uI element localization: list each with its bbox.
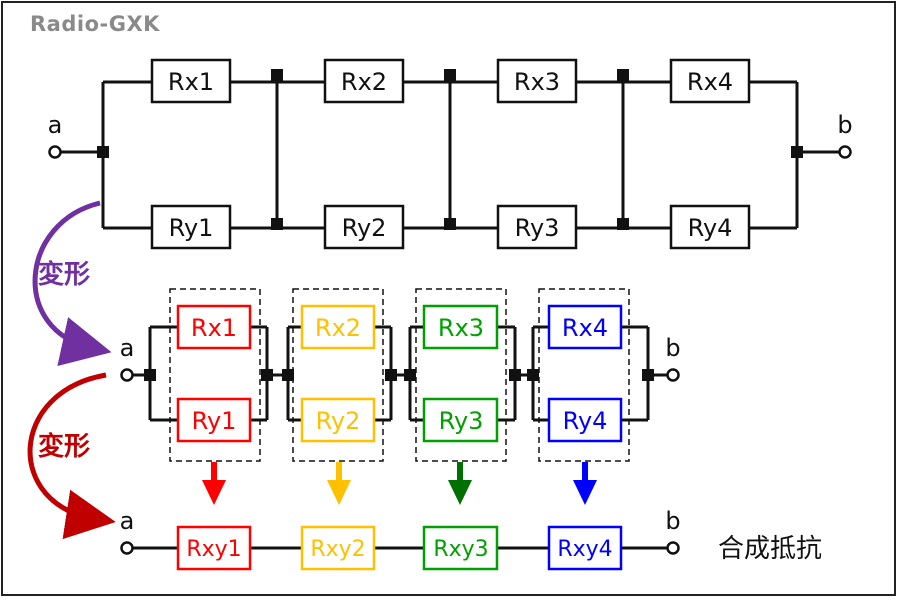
middle-parallel-circuit: a b (120, 288, 681, 462)
combined-rxy1-label: Rxy1 (186, 537, 241, 562)
resistor-ry4-label: Ry4 (688, 214, 733, 242)
terminal-b-label: b (665, 334, 680, 362)
terminal-a-bottom (120, 541, 134, 555)
terminal-b-top (838, 145, 852, 159)
resistor-rx3-label: Rx3 (514, 68, 560, 96)
down-arrow-icon (327, 462, 351, 505)
group4-rx-label: Rx4 (562, 314, 608, 342)
combined-rxy3-label: Rxy3 (433, 537, 488, 562)
resistor-ry2-label: Ry2 (342, 214, 387, 242)
resistor-ry3-label: Ry3 (515, 214, 560, 242)
bottom-series-circuit: a b Rxy1 Rxy2 Rxy3 Rxy4 合成抵抗 (120, 507, 822, 571)
reduction-arrows (202, 462, 597, 505)
terminal-a-middle (120, 368, 134, 382)
curved-arrow-icon (27, 372, 116, 540)
group-box-1 (169, 288, 261, 462)
down-arrow-icon (573, 462, 597, 505)
group-box-4 (538, 288, 630, 462)
group2-rx-label: Rx2 (315, 314, 361, 342)
resistor-ry1-label: Ry1 (169, 214, 214, 242)
curved-arrow-icon (32, 200, 112, 366)
group4-ry-label: Ry4 (563, 407, 608, 435)
resistor-rx1-label: Rx1 (168, 68, 214, 96)
down-arrow-icon (202, 462, 226, 505)
combined-rxy2-label: Rxy2 (310, 537, 365, 562)
group1-ry-label: Ry1 (192, 407, 237, 435)
transform-label-2: 変形 (38, 431, 90, 462)
transform-arrow-2: 変形 (27, 372, 116, 540)
group-box-3 (415, 288, 507, 462)
transform-arrow-1: 変形 (32, 200, 112, 366)
terminal-b-label: b (837, 111, 852, 139)
terminal-a-label: a (120, 334, 135, 362)
terminal-a-top (48, 145, 62, 159)
terminal-a-label: a (48, 111, 63, 139)
terminal-b-bottom (666, 541, 680, 555)
group2-ry-label: Ry2 (316, 407, 361, 435)
result-label: 合成抵抗 (718, 534, 822, 564)
terminal-a-label: a (120, 507, 135, 535)
group3-ry-label: Ry3 (439, 407, 484, 435)
group3-rx-label: Rx3 (438, 314, 484, 342)
top-ladder-circuit: a b (48, 58, 853, 250)
combined-rxy4-label: Rxy4 (557, 537, 612, 562)
watermark: Radio-GXK (30, 12, 160, 36)
group-box-2 (292, 288, 384, 462)
down-arrow-icon (448, 462, 472, 505)
terminal-b-middle (666, 368, 680, 382)
resistor-rx4-label: Rx4 (687, 68, 733, 96)
terminal-b-label: b (665, 507, 680, 535)
group1-rx-label: Rx1 (191, 314, 237, 342)
transform-label-1: 変形 (38, 259, 90, 290)
resistor-rx2-label: Rx2 (341, 68, 387, 96)
